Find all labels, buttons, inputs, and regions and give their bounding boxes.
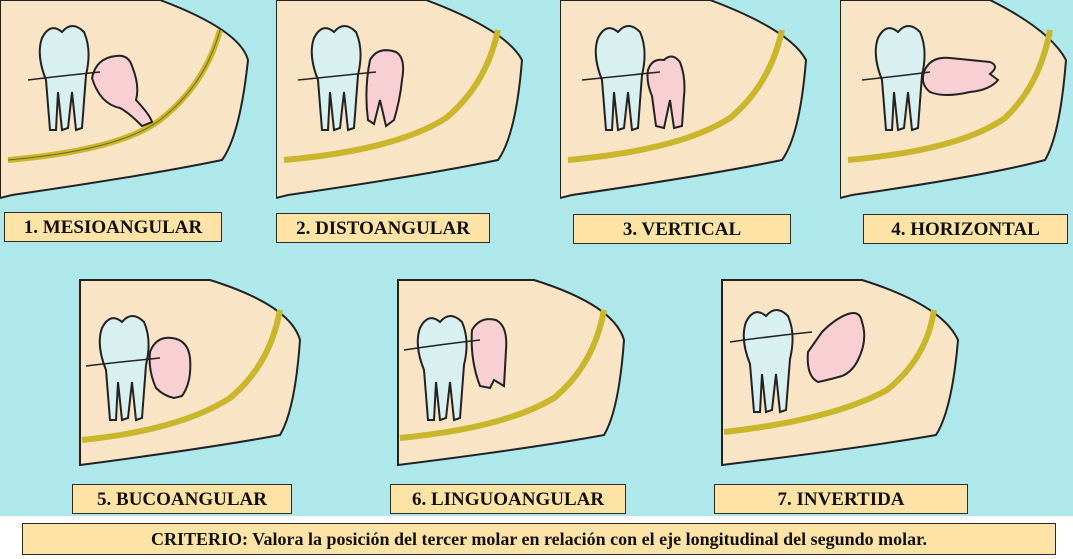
label-linguoangular: 6. LINGUOANGULAR	[390, 484, 626, 514]
panel-invertida	[712, 270, 982, 475]
panel-bucoangular	[60, 270, 330, 475]
criteria-caption: CRITERIO: Valora la posición del tercer …	[22, 523, 1056, 555]
label-bucoangular: 5. BUCOANGULAR	[72, 484, 292, 514]
label-mesioangular: 1. MESIOANGULAR	[4, 212, 222, 242]
panel-linguoangular	[384, 270, 654, 475]
label-invertida: 7. INVERTIDA	[714, 484, 968, 514]
third-molar	[472, 319, 507, 388]
panel-horizontal	[840, 0, 1073, 210]
label-distoangular: 2. DISTOANGULAR	[276, 213, 490, 243]
panel-distoangular	[276, 0, 546, 210]
panel-vertical	[560, 0, 830, 210]
jaw-bone	[840, 0, 1066, 198]
third-molar	[150, 338, 191, 398]
label-vertical: 3. VERTICAL	[573, 214, 791, 244]
panel-mesioangular	[0, 0, 270, 210]
label-horizontal: 4. HORIZONTAL	[863, 214, 1068, 244]
